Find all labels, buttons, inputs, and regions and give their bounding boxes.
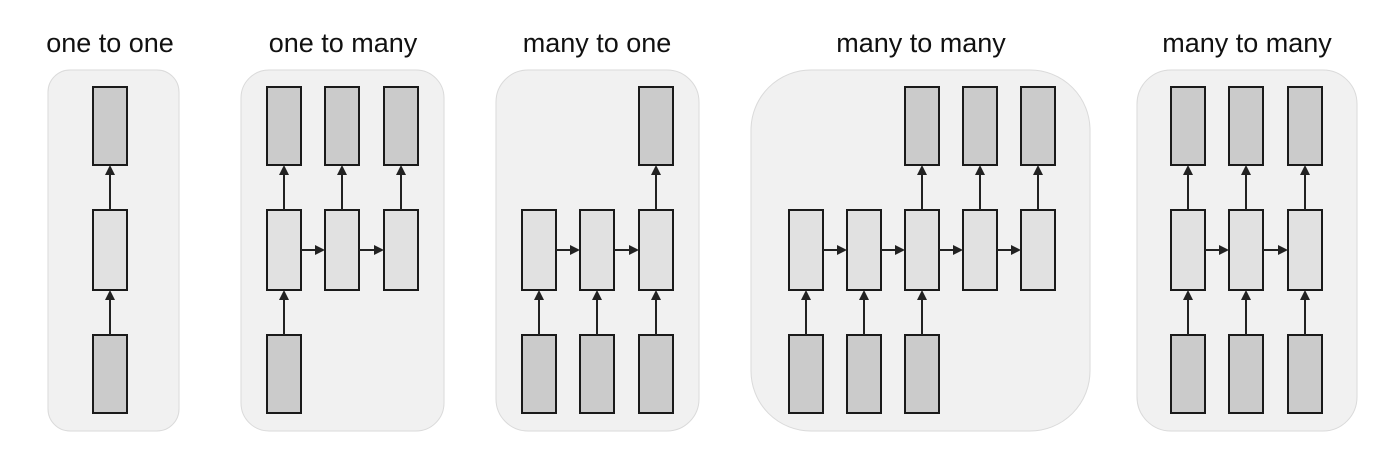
arrow-head — [315, 245, 325, 255]
input-box — [266, 334, 302, 414]
input-box — [788, 334, 824, 414]
output-box — [962, 86, 998, 166]
input-box — [846, 334, 882, 414]
output-box — [92, 86, 128, 166]
arrow-head — [1241, 165, 1251, 175]
input-box — [1287, 334, 1323, 414]
arrow-head — [374, 245, 384, 255]
arrow-head — [895, 245, 905, 255]
arrow-head — [105, 165, 115, 175]
panel-many-to-one-title-group: many to one — [523, 28, 672, 58]
arrow-head — [396, 165, 406, 175]
panel-0 — [47, 69, 180, 432]
panel-1 — [240, 69, 445, 432]
panel-title: one to many — [269, 28, 418, 58]
output-box — [324, 86, 360, 166]
arrow-head — [1183, 165, 1193, 175]
input-box — [92, 334, 128, 414]
arrow-head — [859, 290, 869, 300]
hidden-state-box — [1287, 209, 1323, 291]
hidden-state-box — [579, 209, 615, 291]
arrow-head — [1183, 290, 1193, 300]
panel-3 — [750, 69, 1091, 432]
output-box — [1020, 86, 1056, 166]
hidden-state-box — [904, 209, 940, 291]
hidden-state-box — [846, 209, 882, 291]
arrow-head — [975, 165, 985, 175]
hidden-state-box — [92, 209, 128, 291]
input-box — [1170, 334, 1206, 414]
hidden-state-box — [1170, 209, 1206, 291]
diagram-shapes — [47, 69, 1358, 432]
arrow-head — [917, 290, 927, 300]
panel-many-to-many-delayed-title-group: many to many — [836, 28, 1006, 58]
arrow-head — [1033, 165, 1043, 175]
hidden-state-box — [266, 209, 302, 291]
output-box — [383, 86, 419, 166]
input-box — [1228, 334, 1264, 414]
input-box — [521, 334, 557, 414]
arrow-head — [1241, 290, 1251, 300]
panel-2 — [495, 69, 700, 432]
arrow-head — [629, 245, 639, 255]
arrow-head — [279, 165, 289, 175]
arrow-head — [337, 165, 347, 175]
panel-title: one to one — [46, 28, 174, 58]
arrow-head — [1278, 245, 1288, 255]
arrow-head — [801, 290, 811, 300]
arrow-head — [953, 245, 963, 255]
hidden-state-box — [383, 209, 419, 291]
hidden-state-box — [1020, 209, 1056, 291]
hidden-state-box — [521, 209, 557, 291]
arrow-head — [1300, 290, 1310, 300]
arrow-head — [105, 290, 115, 300]
arrow-head — [1011, 245, 1021, 255]
output-box — [266, 86, 302, 166]
arrow-head — [917, 165, 927, 175]
hidden-state-box — [788, 209, 824, 291]
arrow-head — [570, 245, 580, 255]
input-box — [904, 334, 940, 414]
arrow-head — [651, 290, 661, 300]
hidden-state-box — [324, 209, 360, 291]
output-box — [1228, 86, 1264, 166]
arrow-head — [279, 290, 289, 300]
arrow-head — [651, 165, 661, 175]
arrow-head — [1300, 165, 1310, 175]
output-box — [904, 86, 940, 166]
arrow-head — [534, 290, 544, 300]
panel-one-to-one-title-group: one to one — [46, 28, 174, 58]
hidden-state-box — [638, 209, 674, 291]
hidden-state-box — [962, 209, 998, 291]
output-box — [1287, 86, 1323, 166]
panel-many-to-many-synced-title-group: many to many — [1162, 28, 1332, 58]
arrow-head — [592, 290, 602, 300]
panel-title: many to many — [1162, 28, 1332, 58]
input-box — [638, 334, 674, 414]
panel-one-to-many-title-group: one to many — [269, 28, 418, 58]
input-box — [579, 334, 615, 414]
hidden-state-box — [1228, 209, 1264, 291]
panel-4 — [1136, 69, 1358, 432]
arrow-head — [1219, 245, 1229, 255]
panel-title: many to many — [836, 28, 1006, 58]
arrow-head — [837, 245, 847, 255]
output-box — [638, 86, 674, 166]
panel-title: many to one — [523, 28, 672, 58]
output-box — [1170, 86, 1206, 166]
